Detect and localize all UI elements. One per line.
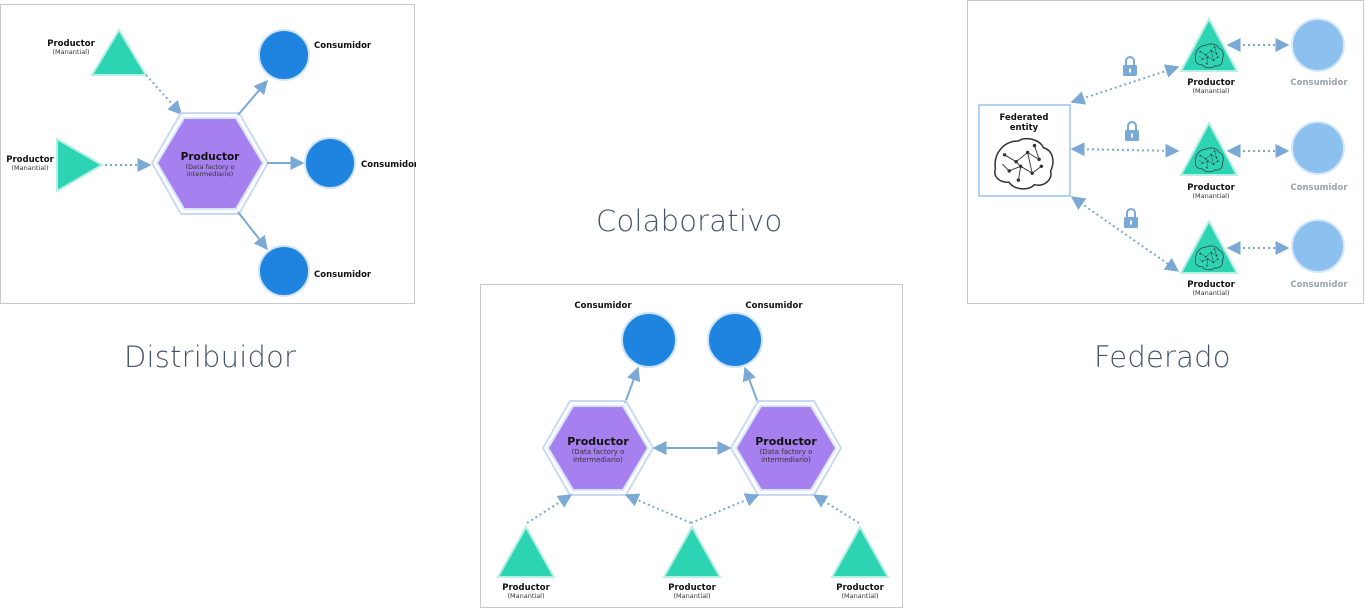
consumer-circle <box>1291 18 1345 72</box>
producer-label: Productor <box>1187 78 1235 88</box>
caption-colaborativo: Colaborativo <box>596 204 783 238</box>
dotted-arrow <box>145 74 182 116</box>
hexagon-subtitle-1: (Data factory o <box>760 448 813 456</box>
dotted-arrow <box>624 493 692 524</box>
federado-diagram: Federated entity Productor (Manantial) P… <box>967 0 1364 304</box>
producer-sublabel: (Manantial) <box>11 164 48 172</box>
solid-arrow <box>742 366 759 404</box>
producer-label: Productor <box>502 583 550 593</box>
lock-icon <box>1124 121 1140 142</box>
hexagon-title: Productor <box>755 435 817 448</box>
federated-label-2: entity <box>1010 123 1039 133</box>
consumer-label: Consumidor <box>361 160 416 170</box>
colaborativo-diagram: Consumidor Consumidor Productor (Data fa… <box>480 284 903 608</box>
consumer-label: Consumidor <box>314 270 372 280</box>
hexagon-subtitle-2: intermediario) <box>187 170 233 178</box>
dotted-arrow <box>812 494 860 524</box>
producer-triangle <box>90 28 148 76</box>
consumer-label: Consumidor <box>745 301 803 311</box>
dotted-arrow <box>526 494 573 524</box>
consumer-circle <box>621 312 677 368</box>
consumer-circle <box>707 312 763 368</box>
consumer-label: Consumidor <box>1290 78 1348 88</box>
federated-label-1: Federated <box>1000 113 1049 123</box>
hexagon-subtitle-1: (Data factory o <box>572 448 625 456</box>
hexagon-subtitle-1: (Data factory o <box>185 163 234 171</box>
producer-sublabel: (Manantial) <box>52 48 89 56</box>
dotted-arrow <box>1070 196 1180 272</box>
hexagon-title: Productor <box>567 435 629 448</box>
producer-sublabel: (Manantial) <box>507 592 544 600</box>
producer-triangle <box>662 524 722 578</box>
solid-arrow <box>237 211 268 251</box>
hexagon-title: Productor <box>181 151 241 163</box>
consumer-circle <box>258 29 310 81</box>
distribuidor-diagram: Productor (Manantial) Productor (Mananti… <box>0 4 416 304</box>
solid-arrow <box>624 366 641 404</box>
producer-label: Productor <box>836 583 884 593</box>
dotted-arrow <box>1070 142 1180 158</box>
producer-sublabel: (Manantial) <box>841 592 878 600</box>
consumer-label: Consumidor <box>1290 183 1348 193</box>
lock-icon <box>1123 208 1139 229</box>
producer-triangle <box>830 524 890 578</box>
caption-distribuidor: Distribuidor <box>124 340 297 374</box>
consumer-circle <box>1291 219 1345 273</box>
caption-federado: Federado <box>1094 340 1231 374</box>
consumer-label: Consumidor <box>574 301 632 311</box>
producer-hexagon <box>546 405 650 491</box>
producer-sublabel: (Manantial) <box>1192 87 1229 95</box>
producer-label: Productor <box>1187 280 1235 290</box>
dotted-arrow <box>1070 64 1180 105</box>
producer-sublabel: (Manantial) <box>1192 192 1229 200</box>
consumer-circle <box>258 245 310 297</box>
consumer-circle <box>304 137 356 189</box>
producer-hexagon <box>734 405 838 491</box>
producer-hexagon <box>155 117 265 210</box>
producer-label: Productor <box>1187 183 1235 193</box>
solid-arrow <box>237 79 268 116</box>
hexagon-subtitle-2: intermediario) <box>573 456 623 464</box>
producer-triangle <box>56 137 104 193</box>
producer-triangle <box>1179 120 1239 176</box>
consumer-label: Consumidor <box>1290 280 1348 290</box>
consumer-label: Consumidor <box>314 41 372 51</box>
producer-label: Productor <box>668 583 716 593</box>
producer-triangle <box>496 524 556 578</box>
consumer-circle <box>1291 121 1345 175</box>
producer-label: Productor <box>47 39 95 49</box>
federated-entity-box <box>978 104 1071 197</box>
lock-icon <box>1122 56 1138 77</box>
producer-sublabel: (Manantial) <box>673 592 710 600</box>
hexagon-subtitle-2: intermediario) <box>761 456 811 464</box>
producer-sublabel: (Manantial) <box>1192 289 1229 297</box>
dotted-arrow <box>690 493 760 524</box>
producer-label: Productor <box>6 155 54 165</box>
